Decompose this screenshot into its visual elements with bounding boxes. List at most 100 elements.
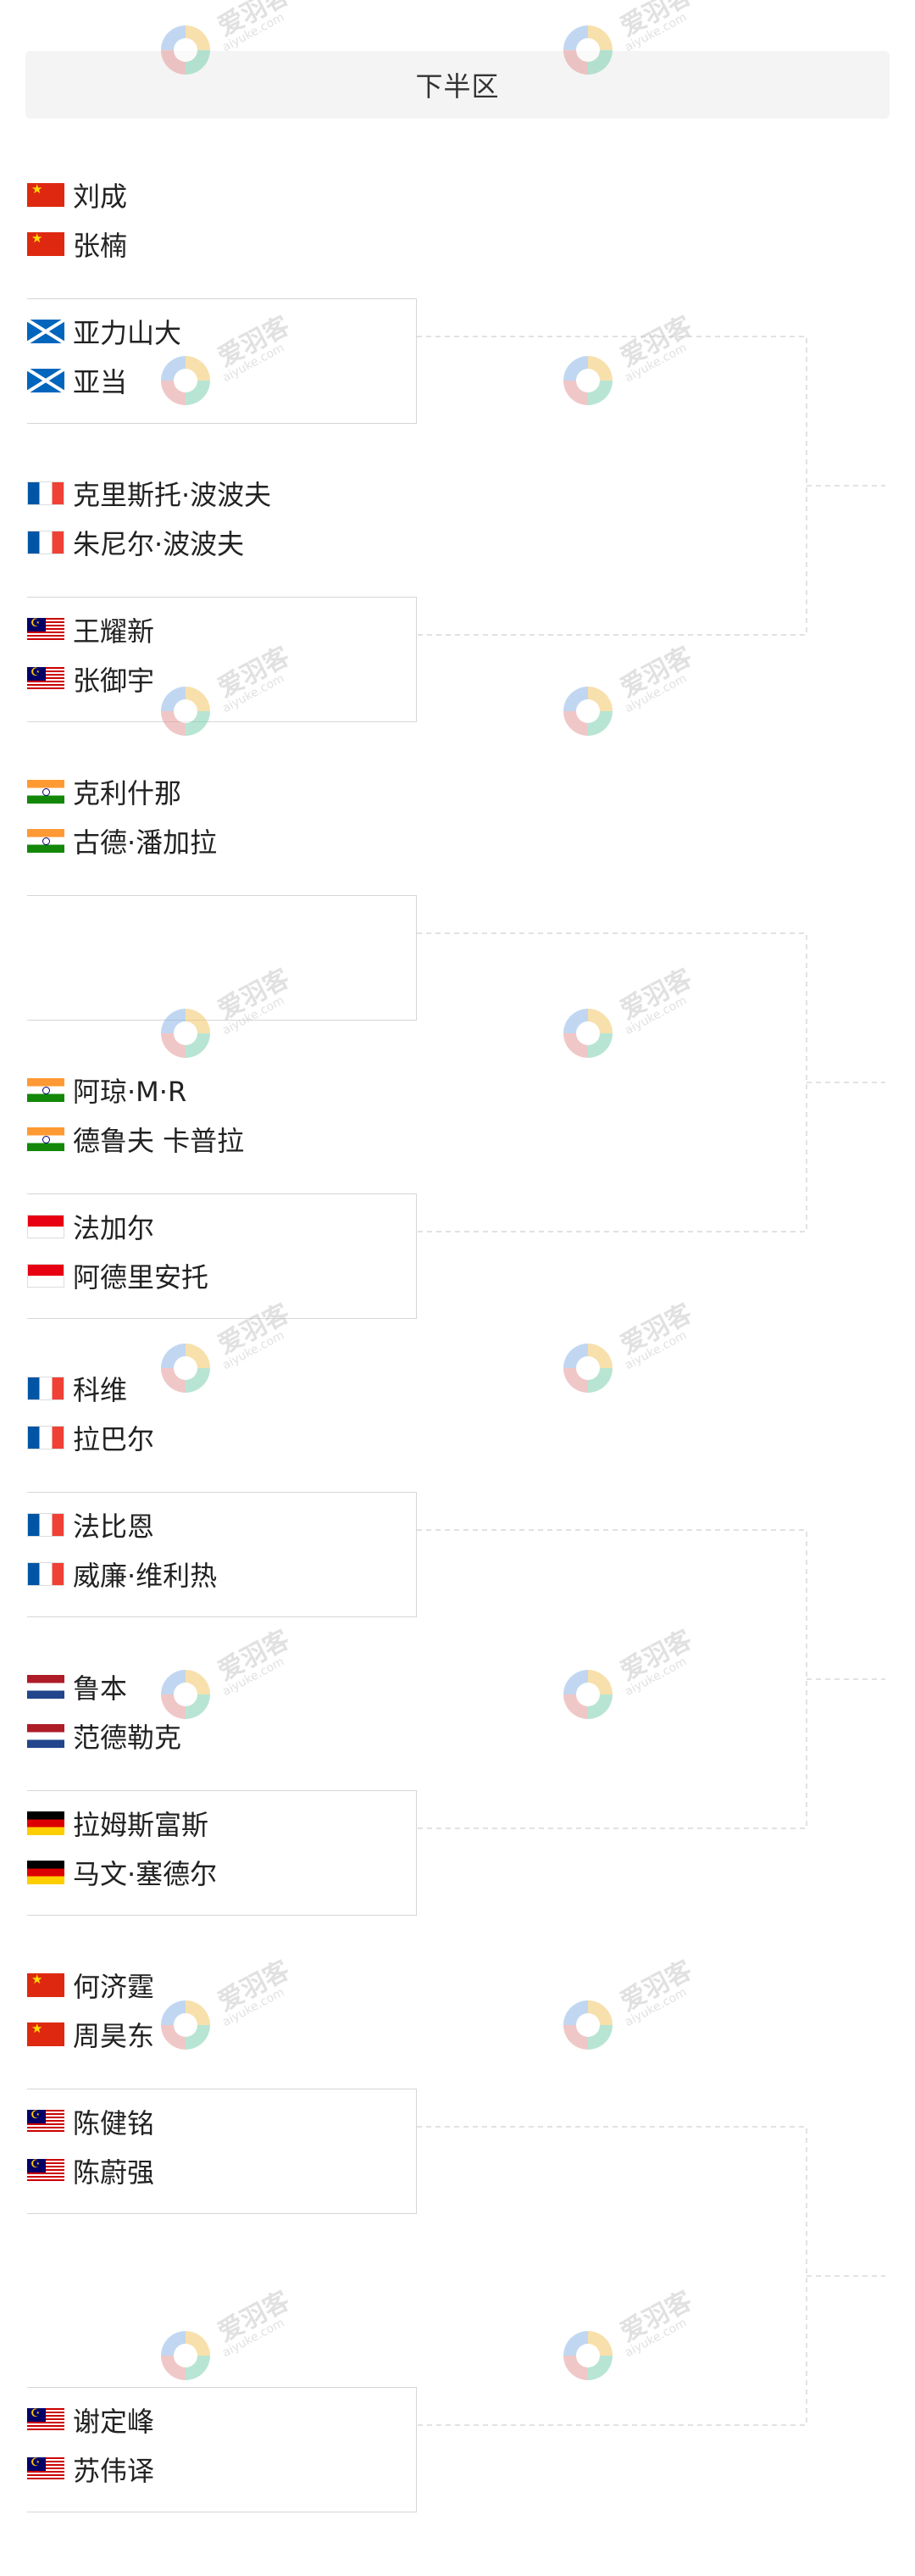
- match-pair: 陈健铭陈蔚强: [27, 2089, 417, 2214]
- player-row: 谢定峰: [27, 2396, 154, 2444]
- flag-cn-icon: [27, 1973, 64, 1997]
- player-name: 张御宇: [73, 665, 155, 697]
- flag-my-icon: [27, 2159, 64, 2183]
- flag-in-icon: [27, 829, 64, 853]
- flag-my-icon: [27, 2457, 64, 2481]
- player-name: 阿德里安托: [73, 1261, 209, 1294]
- player-row: 拉姆斯富斯: [27, 1800, 208, 1847]
- player-row: 拉巴尔: [27, 1414, 154, 1461]
- player-name: 陈蔚强: [73, 2156, 155, 2189]
- player-name: 范德勒克: [73, 1722, 182, 1754]
- match-pair: [27, 895, 417, 1021]
- player-row: 张楠: [27, 220, 127, 268]
- watermark-logo-icon: [161, 356, 210, 405]
- player-name: 克里斯托·波波夫: [73, 479, 272, 511]
- player-row: 法比恩: [27, 1501, 154, 1549]
- player-row: 何济霆: [27, 1961, 154, 2009]
- player-row: 张御宇: [27, 655, 154, 703]
- player-name: 法加尔: [73, 1212, 155, 1244]
- watermark-logo-icon: [563, 2331, 613, 2380]
- player-name: 法比恩: [73, 1511, 155, 1543]
- match-pair: 法比恩威廉·维利热: [27, 1492, 417, 1617]
- flag-my-icon: [27, 667, 64, 691]
- player-row: 亚力山大: [27, 308, 181, 355]
- flag-nl-icon: [27, 1724, 64, 1748]
- watermark-logo-icon: [563, 25, 613, 75]
- flag-cn-icon: [27, 183, 64, 207]
- player-name: 张楠: [73, 230, 128, 262]
- section-title: 下半区: [415, 70, 500, 103]
- player-row: 阿琼·M·R: [27, 1066, 186, 1114]
- flag-nl-icon: [27, 1675, 64, 1699]
- round2-connector: [417, 1529, 807, 1829]
- player-row: 陈蔚强: [27, 2147, 154, 2195]
- watermark-logo-icon: [161, 1670, 210, 1719]
- flag-id-icon: [27, 1264, 64, 1288]
- player-row: 刘成: [27, 171, 127, 219]
- watermark-logo-icon: [161, 2000, 210, 2050]
- watermark-logo-icon: [563, 1670, 613, 1719]
- watermark-logo-icon: [563, 1009, 613, 1058]
- flag-id-icon: [27, 1215, 64, 1238]
- player-name: 阿琼·M·R: [73, 1076, 187, 1108]
- flag-sct-icon: [27, 369, 64, 392]
- player-row: 亚当: [27, 357, 127, 404]
- watermark-logo-icon: [563, 1344, 613, 1393]
- flag-my-icon: [27, 618, 64, 642]
- player-row: 朱尼尔·波波夫: [27, 519, 244, 566]
- player-name: 拉姆斯富斯: [73, 1809, 209, 1841]
- player-name: 苏伟译: [73, 2455, 155, 2487]
- round2-connector: [417, 2126, 807, 2426]
- flag-my-icon: [27, 2408, 64, 2432]
- player-row: 古德·潘加拉: [27, 817, 217, 865]
- watermark-logo-icon: [161, 687, 210, 736]
- player-name: 亚当: [73, 366, 128, 398]
- watermark-logo-icon: [161, 2331, 210, 2380]
- flag-fr-icon: [27, 1426, 64, 1449]
- flag-fr-icon: [27, 1562, 64, 1586]
- player-row: 德鲁夫 卡普拉: [27, 1116, 244, 1163]
- match-pair: 王耀新张御宇: [27, 597, 417, 722]
- match-pair: 刘成张楠: [27, 163, 417, 288]
- player-name: 古德·潘加拉: [73, 826, 218, 859]
- player-name: 德鲁夫 卡普拉: [73, 1125, 245, 1157]
- watermark-logo-icon: [161, 1344, 210, 1393]
- watermark-logo-icon: [563, 2000, 613, 2050]
- player-row: 周昊东: [27, 2011, 154, 2058]
- player-name: 王耀新: [73, 615, 155, 648]
- match-pair: 拉姆斯富斯马文·塞德尔: [27, 1790, 417, 1916]
- match-pair: 科维拉巴尔: [27, 1356, 417, 1482]
- flag-cn-icon: [27, 2022, 64, 2046]
- player-row: 鲁本: [27, 1663, 127, 1711]
- player-row: 克里斯托·波波夫: [27, 470, 271, 517]
- flag-in-icon: [27, 780, 64, 804]
- match-pair: 亚力山大亚当: [27, 298, 417, 424]
- flag-in-icon: [27, 1078, 64, 1102]
- flag-in-icon: [27, 1127, 64, 1151]
- player-row: 王耀新: [27, 606, 154, 654]
- match-pair: 何济霆周昊东: [27, 1953, 417, 2078]
- flag-cn-icon: [27, 232, 64, 256]
- player-row: 法加尔: [27, 1203, 154, 1250]
- player-row: 范德勒克: [27, 1712, 181, 1760]
- flag-sct-icon: [27, 320, 64, 343]
- match-pair: 谢定峰苏伟译: [27, 2387, 417, 2512]
- player-name: 陈健铭: [73, 2107, 155, 2139]
- player-name: 谢定峰: [73, 2406, 155, 2438]
- player-name: 拉巴尔: [73, 1423, 155, 1455]
- watermark-logo-icon: [563, 687, 613, 736]
- flag-fr-icon: [27, 481, 64, 505]
- player-name: 周昊东: [73, 2020, 155, 2052]
- match-pair: 克利什那古德·潘加拉: [27, 759, 417, 885]
- flag-fr-icon: [27, 531, 64, 554]
- player-row: 陈健铭: [27, 2098, 154, 2145]
- player-name: 何济霆: [73, 1971, 155, 2003]
- player-name: 鲁本: [73, 1672, 128, 1705]
- player-name: 亚力山大: [73, 317, 182, 349]
- watermark-logo-icon: [161, 25, 210, 75]
- player-row: 克利什那: [27, 768, 181, 815]
- player-name: 克利什那: [73, 777, 182, 810]
- player-row: 威廉·维利热: [27, 1550, 217, 1598]
- match-pair: 法加尔阿德里安托: [27, 1193, 417, 1319]
